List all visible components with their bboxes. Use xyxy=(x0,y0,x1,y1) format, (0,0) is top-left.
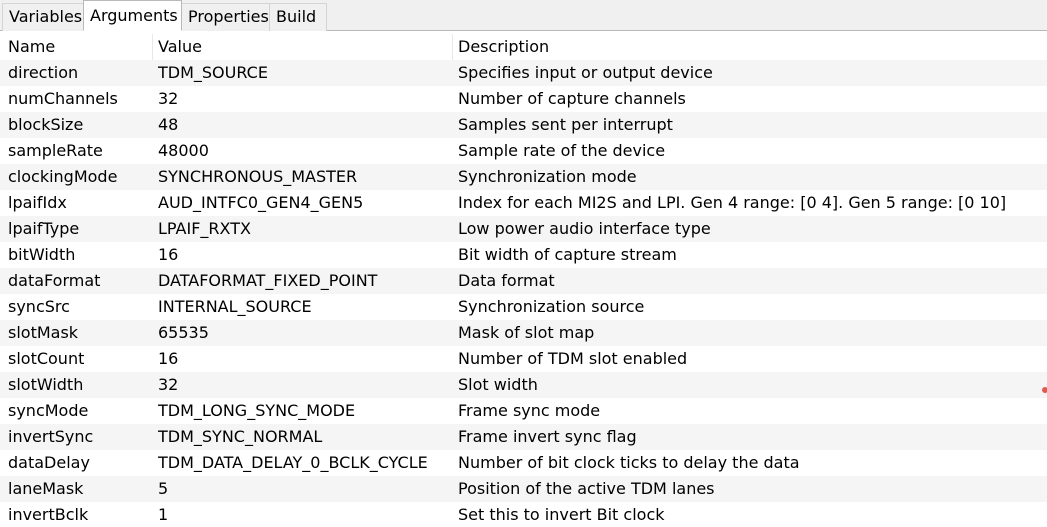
column-header-name[interactable]: Name xyxy=(8,37,56,56)
tab-variables[interactable]: Variables xyxy=(2,3,84,31)
arg-value[interactable]: AUD_INTFC0_GEN4_GEN5 xyxy=(158,193,364,212)
arg-value[interactable]: TDM_DATA_DELAY_0_BCLK_CYCLE xyxy=(158,453,428,472)
column-header-description[interactable]: Description xyxy=(458,37,550,56)
arg-description: Low power audio interface type xyxy=(458,219,711,238)
arg-name: lpaifIdx xyxy=(8,193,67,212)
arg-name: bitWidth xyxy=(8,245,76,264)
tab-build[interactable]: Build xyxy=(269,3,327,31)
arg-description: Mask of slot map xyxy=(458,323,595,342)
arg-description: Synchronization mode xyxy=(458,167,637,186)
column-header-value[interactable]: Value xyxy=(158,37,202,56)
table-row[interactable]: lpaifIdx AUD_INTFC0_GEN4_GEN5 Index for … xyxy=(0,190,1047,216)
arg-value[interactable]: TDM_SOURCE xyxy=(158,63,268,82)
table-row[interactable]: slotMask 65535 Mask of slot map xyxy=(0,320,1047,346)
arg-name: laneMask xyxy=(8,479,84,498)
arg-value[interactable]: TDM_LONG_SYNC_MODE xyxy=(158,401,356,420)
arg-value[interactable]: 5 xyxy=(158,479,169,498)
arg-description: Set this to invert Bit clock xyxy=(458,505,665,524)
tab-properties[interactable]: Properties xyxy=(181,3,270,31)
arg-value[interactable]: 16 xyxy=(158,245,179,264)
arg-value[interactable]: 16 xyxy=(158,349,179,368)
arg-description: Slot width xyxy=(458,375,538,394)
arg-description: Number of capture channels xyxy=(458,89,686,108)
arg-description: Frame sync mode xyxy=(458,401,601,420)
arg-name: sampleRate xyxy=(8,141,103,160)
arg-value[interactable]: INTERNAL_SOURCE xyxy=(158,297,312,316)
arg-value[interactable]: 48000 xyxy=(158,141,209,160)
table-row[interactable]: laneMask 5 Position of the active TDM la… xyxy=(0,476,1047,502)
table-row[interactable]: dataFormat DATAFORMAT_FIXED_POINT Data f… xyxy=(0,268,1047,294)
table-row[interactable]: clockingMode SYNCHRONOUS_MASTER Synchron… xyxy=(0,164,1047,190)
arg-name: dataFormat xyxy=(8,271,101,290)
arg-description: Frame invert sync flag xyxy=(458,427,637,446)
arg-name: clockingMode xyxy=(8,167,118,186)
arg-value[interactable]: 48 xyxy=(158,115,179,134)
arg-description: Number of TDM slot enabled xyxy=(458,349,688,368)
table-row[interactable]: invertSync TDM_SYNC_NORMAL Frame invert … xyxy=(0,424,1047,450)
table-row[interactable]: direction TDM_SOURCE Specifies input or … xyxy=(0,60,1047,86)
arg-value[interactable]: 32 xyxy=(158,375,179,394)
table-header: Name Value Description xyxy=(0,34,1047,60)
arg-description: Position of the active TDM lanes xyxy=(458,479,715,498)
arg-description: Bit width of capture stream xyxy=(458,245,677,264)
arg-value[interactable]: 1 xyxy=(158,505,169,524)
arg-value[interactable]: TDM_SYNC_NORMAL xyxy=(158,427,323,446)
arg-description: Data format xyxy=(458,271,555,290)
table-row[interactable]: dataDelay TDM_DATA_DELAY_0_BCLK_CYCLE Nu… xyxy=(0,450,1047,476)
arg-name: slotWidth xyxy=(8,375,84,394)
arg-description: Specifies input or output device xyxy=(458,63,713,82)
arg-name: direction xyxy=(8,63,79,82)
arg-value[interactable]: LPAIF_RXTX xyxy=(158,219,251,238)
table-row[interactable]: blockSize 48 Samples sent per interrupt xyxy=(0,112,1047,138)
arg-name: numChannels xyxy=(8,89,118,108)
table-row[interactable]: lpaifType LPAIF_RXTX Low power audio int… xyxy=(0,216,1047,242)
table-row[interactable]: bitWidth 16 Bit width of capture stream xyxy=(0,242,1047,268)
arg-value[interactable]: 65535 xyxy=(158,323,209,342)
arg-description: Sample rate of the device xyxy=(458,141,666,160)
arg-value[interactable]: SYNCHRONOUS_MASTER xyxy=(158,167,358,186)
table-row[interactable]: sampleRate 48000 Sample rate of the devi… xyxy=(0,138,1047,164)
column-resize-handle-name[interactable] xyxy=(152,34,153,60)
table-row[interactable]: syncMode TDM_LONG_SYNC_MODE Frame sync m… xyxy=(0,398,1047,424)
arg-name: lpaifType xyxy=(8,219,80,238)
table-row[interactable]: invertBclk 1 Set this to invert Bit cloc… xyxy=(0,502,1047,527)
arg-name: blockSize xyxy=(8,115,84,134)
arg-description: Number of bit clock ticks to delay the d… xyxy=(458,453,800,472)
arg-name: invertSync xyxy=(8,427,94,446)
arg-name: slotMask xyxy=(8,323,79,342)
arg-description: Samples sent per interrupt xyxy=(458,115,673,134)
table-row[interactable]: slotWidth 32 Slot width xyxy=(0,372,1047,398)
tab-arguments[interactable]: Arguments xyxy=(83,0,182,31)
arg-description: Index for each MI2S and LPI. Gen 4 range… xyxy=(458,193,1007,212)
marker-dot xyxy=(1042,387,1047,393)
table-row[interactable]: syncSrc INTERNAL_SOURCE Synchronization … xyxy=(0,294,1047,320)
table-row[interactable]: slotCount 16 Number of TDM slot enabled xyxy=(0,346,1047,372)
column-resize-handle-value[interactable] xyxy=(452,34,453,60)
tab-bar: Variables Arguments Properties Build xyxy=(0,0,1047,31)
arg-name: syncMode xyxy=(8,401,89,420)
arg-name: slotCount xyxy=(8,349,85,368)
arg-name: syncSrc xyxy=(8,297,70,316)
arguments-table: Name Value Description direction TDM_SOU… xyxy=(0,34,1047,527)
arg-value[interactable]: 32 xyxy=(158,89,179,108)
arg-name: dataDelay xyxy=(8,453,90,472)
table-row[interactable]: numChannels 32 Number of capture channel… xyxy=(0,86,1047,112)
arg-name: invertBclk xyxy=(8,505,89,524)
arg-value[interactable]: DATAFORMAT_FIXED_POINT xyxy=(158,271,378,290)
arg-description: Synchronization source xyxy=(458,297,645,316)
